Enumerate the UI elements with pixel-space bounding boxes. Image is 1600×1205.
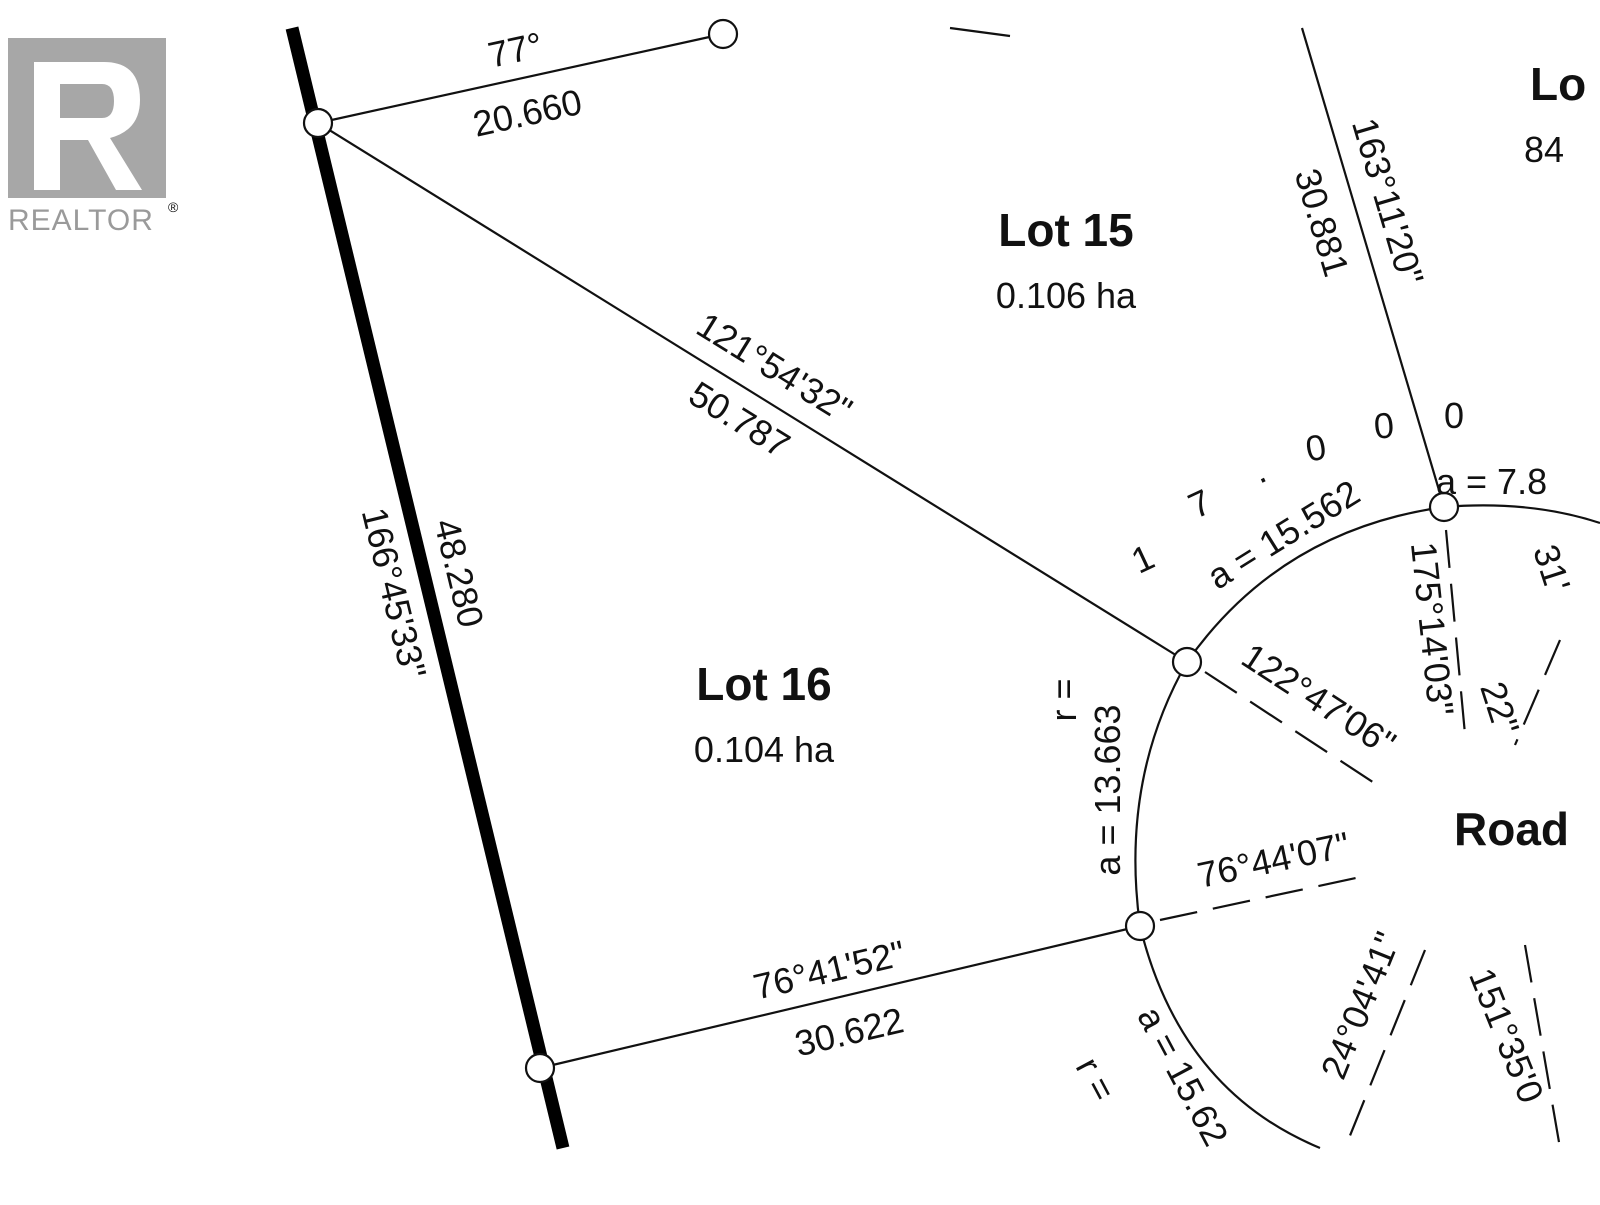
- top-lot-line-fragment: [949, 26, 1011, 38]
- lot-partial-area: 84: [1524, 129, 1564, 170]
- radial-line-76: [1159, 873, 1371, 922]
- radius-digit: 1: [1125, 536, 1160, 582]
- lot15-east-line: [1300, 27, 1446, 508]
- radial-122-label: 122°47'06": [1235, 635, 1403, 764]
- lot16-south-line: [539, 924, 1141, 1070]
- top-bearing-label: 77°: [484, 24, 546, 76]
- radial-line-175: [1444, 529, 1468, 746]
- west-boundary-line: [285, 26, 570, 1150]
- radial-line-31: [1513, 639, 1562, 746]
- realtor-r-icon: [8, 38, 166, 198]
- radial-175-label: 175°14'03": [1403, 540, 1462, 718]
- realtor-logo: REALTOR ®: [8, 38, 179, 237]
- lot15-lot16-dividing-line: [317, 122, 1188, 663]
- radius-digit: 0: [1372, 404, 1396, 447]
- radial-151-label: 151°35'0: [1461, 962, 1552, 1108]
- survey-pin: [1428, 491, 1460, 523]
- realtor-wordmark: REALTOR: [8, 204, 154, 237]
- radial-24-label: 24°04'41": [1313, 926, 1409, 1084]
- radial-line-24: [1343, 949, 1427, 1149]
- survey-pin: [707, 18, 739, 50]
- radial-76-label: 76°44'07": [1194, 824, 1353, 896]
- top-distance-label: 20.660: [469, 81, 585, 145]
- survey-pin: [302, 107, 334, 139]
- south-bearing-label: 76°41'52": [749, 932, 908, 1007]
- survey-pin: [524, 1052, 556, 1084]
- survey-pin: [1124, 910, 1156, 942]
- lot-partial-title: Lo: [1530, 58, 1586, 110]
- arc-right-label: a = 7.8: [1436, 461, 1547, 502]
- radius-digit: 0: [1302, 426, 1329, 470]
- top-lot-line: [317, 32, 724, 125]
- radial-31-label: 31': [1525, 539, 1578, 596]
- lot-16-area: 0.104 ha: [694, 729, 835, 770]
- radius-digit: .: [1246, 450, 1272, 491]
- arc-lower-label: a = 15.62: [1129, 1000, 1236, 1153]
- registered-mark: ®: [168, 199, 179, 215]
- lot-15-area: 0.106 ha: [996, 275, 1137, 316]
- arc-left-label: a = 13.663: [1087, 704, 1128, 875]
- radius-digit: 0: [1444, 395, 1464, 436]
- survey-pin: [1171, 646, 1203, 678]
- radial-22-label: 22": [1472, 677, 1527, 740]
- radius-digit: 7: [1182, 481, 1217, 527]
- lot-15-title: Lot 15: [998, 204, 1133, 256]
- road-label: Road: [1454, 803, 1569, 855]
- radius-lower-label: r =: [1068, 1051, 1124, 1108]
- lot-16-title: Lot 16: [696, 658, 831, 710]
- radial-line-151: [1523, 944, 1562, 1149]
- radial-line-122: [1204, 671, 1386, 791]
- east-bearing-label: 163°11'20": [1344, 113, 1432, 289]
- south-distance-label: 30.622: [791, 999, 908, 1064]
- radius-left-label: r =: [1043, 678, 1084, 721]
- cul-de-sac-arc: [1134, 504, 1600, 1150]
